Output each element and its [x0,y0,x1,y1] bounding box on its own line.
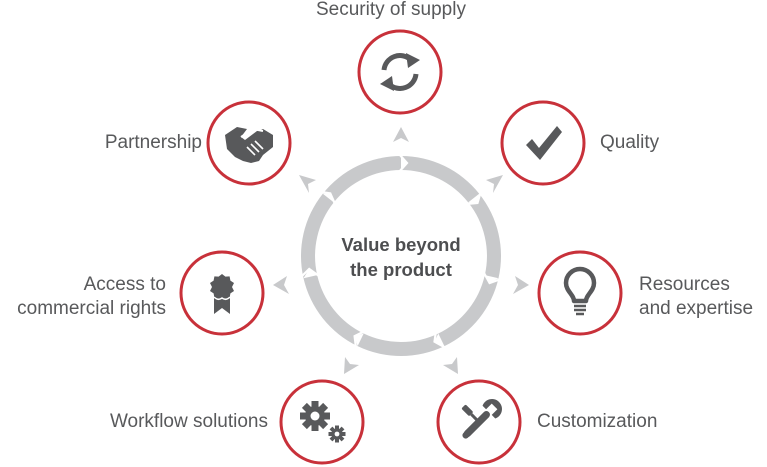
ring-segment [468,193,502,279]
label-access-line1: Access to [83,274,166,295]
ring-segment [401,156,480,203]
pointer-arrow-workflow [344,357,359,374]
label-access-line2: commercial rights [17,298,166,319]
pointer-arrow-resources [513,276,529,294]
label-resources-line2: and expertise [639,298,754,319]
handshake-icon [225,127,273,163]
label-customization: Customization [537,411,658,432]
pointer-arrow-access [273,276,289,294]
label-access-to-commercial-rights: Access to commercial rights [0,273,166,321]
node-circle-quality[interactable] [500,100,586,186]
label-security-of-supply: Security of supply [316,0,466,20]
ring-segment [322,156,401,203]
label-resources-line1: Resources [639,274,730,295]
label-quality: Quality [600,132,660,153]
node-circle-security[interactable] [357,29,443,115]
node-circles [179,29,623,465]
award-ribbon-icon [210,274,234,314]
label-resources-and-expertise: Resources and expertise [639,273,753,321]
wrench-screwdriver-icon [461,399,502,439]
node-circle-resources[interactable] [537,250,623,336]
ring-segment [300,193,334,279]
pointer-arrows [273,127,529,374]
refresh-arrows-icon [380,53,420,91]
pointer-arrow-customization [443,357,458,374]
center-title-line2: the product [350,259,452,280]
ring-segment [303,275,364,347]
checkmark-icon [526,126,562,160]
ring-segment [357,333,445,357]
label-partnership: Partnership [104,132,202,153]
center-title: Value beyond the product [301,232,501,282]
ring-segment [438,275,499,347]
label-workflow-solutions: Workflow solutions [109,411,268,432]
lightbulb-icon [563,266,597,316]
pointer-arrow-partnership [299,175,316,193]
center-title-line1: Value beyond [341,234,461,255]
ring-notches [300,153,502,349]
pointer-arrow-quality [486,175,503,193]
pointer-arrow-security [393,127,409,142]
gears-icon [300,401,346,443]
cycle-ring [300,156,502,357]
